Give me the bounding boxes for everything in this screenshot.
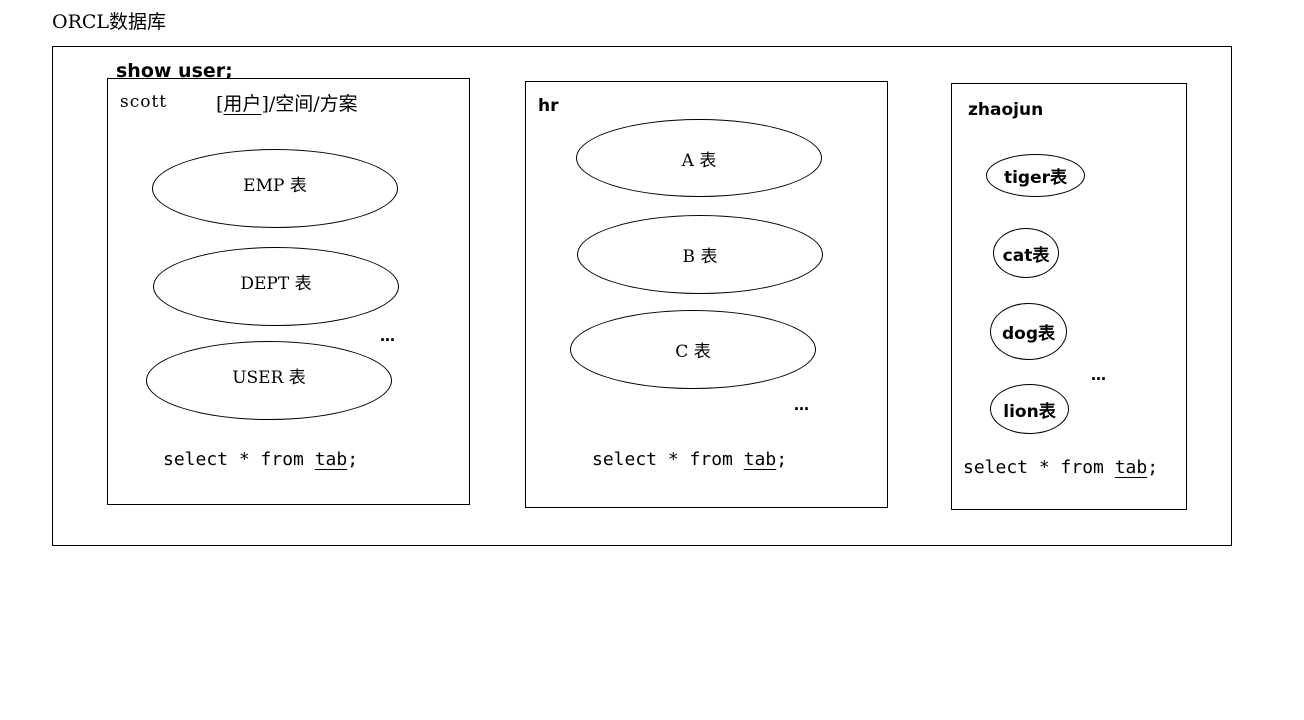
note-prefix: [ (216, 93, 224, 115)
sql-table: tab (314, 449, 348, 470)
diagram-title: ORCL数据库 (52, 11, 167, 33)
table-ellipse-dept: DEPT 表 (153, 247, 399, 326)
ellipsis-hr: … (794, 396, 809, 414)
table-ellipse-a: A 表 (576, 119, 822, 197)
schema-note: [用户]/空间/方案 (216, 89, 358, 116)
table-label-tiger: tiger表 (1003, 168, 1068, 188)
note-suffix: ]/空间/方案 (261, 93, 358, 115)
database-container (52, 46, 1232, 546)
table-label-a: A 表 (681, 150, 717, 171)
sql-table: tab (743, 449, 777, 470)
table-ellipse-dog: dog表 (990, 303, 1067, 360)
show-user-command: show user; (116, 60, 233, 82)
sql-prefix: select * from (592, 449, 744, 470)
note-user: 用户 (223, 93, 262, 115)
sql-query-hr: select * from tab; (592, 449, 787, 470)
sql-suffix: ; (1147, 457, 1159, 478)
sql-table: tab (1114, 457, 1148, 478)
table-label-lion: lion表 (1003, 401, 1056, 422)
table-ellipse-lion: lion表 (990, 384, 1069, 434)
sql-prefix: select * from (163, 449, 315, 470)
table-ellipse-cat: cat表 (993, 228, 1059, 278)
ellipsis-scott: … (380, 327, 395, 345)
table-ellipse-user: USER 表 (146, 341, 392, 420)
table-label-cat: cat表 (1002, 245, 1050, 266)
sql-query-scott: select * from tab; (163, 449, 358, 470)
sql-query-zhaojun: select * from tab; (963, 457, 1158, 478)
table-label-emp: EMP 表 (243, 176, 307, 196)
ellipsis-zhaojun: … (1091, 366, 1106, 384)
schema-name-zhaojun: zhaojun (968, 100, 1044, 120)
sql-suffix: ; (347, 449, 359, 470)
sql-prefix: select * from (963, 457, 1115, 478)
schema-name-hr: hr (538, 96, 559, 116)
schema-name-scott: scott (120, 92, 168, 112)
table-ellipse-b: B 表 (577, 215, 823, 294)
table-label-dept: DEPT 表 (240, 274, 312, 294)
schema-box-zhaojun (951, 83, 1187, 510)
table-label-dog: dog表 (1001, 324, 1056, 344)
table-label-user: USER 表 (232, 368, 306, 388)
table-ellipse-emp: EMP 表 (152, 149, 398, 228)
table-label-c: C 表 (675, 342, 711, 362)
table-label-b: B 表 (682, 247, 718, 267)
sql-suffix: ; (776, 449, 788, 470)
table-ellipse-c: C 表 (570, 310, 816, 389)
table-ellipse-tiger: tiger表 (986, 154, 1085, 197)
